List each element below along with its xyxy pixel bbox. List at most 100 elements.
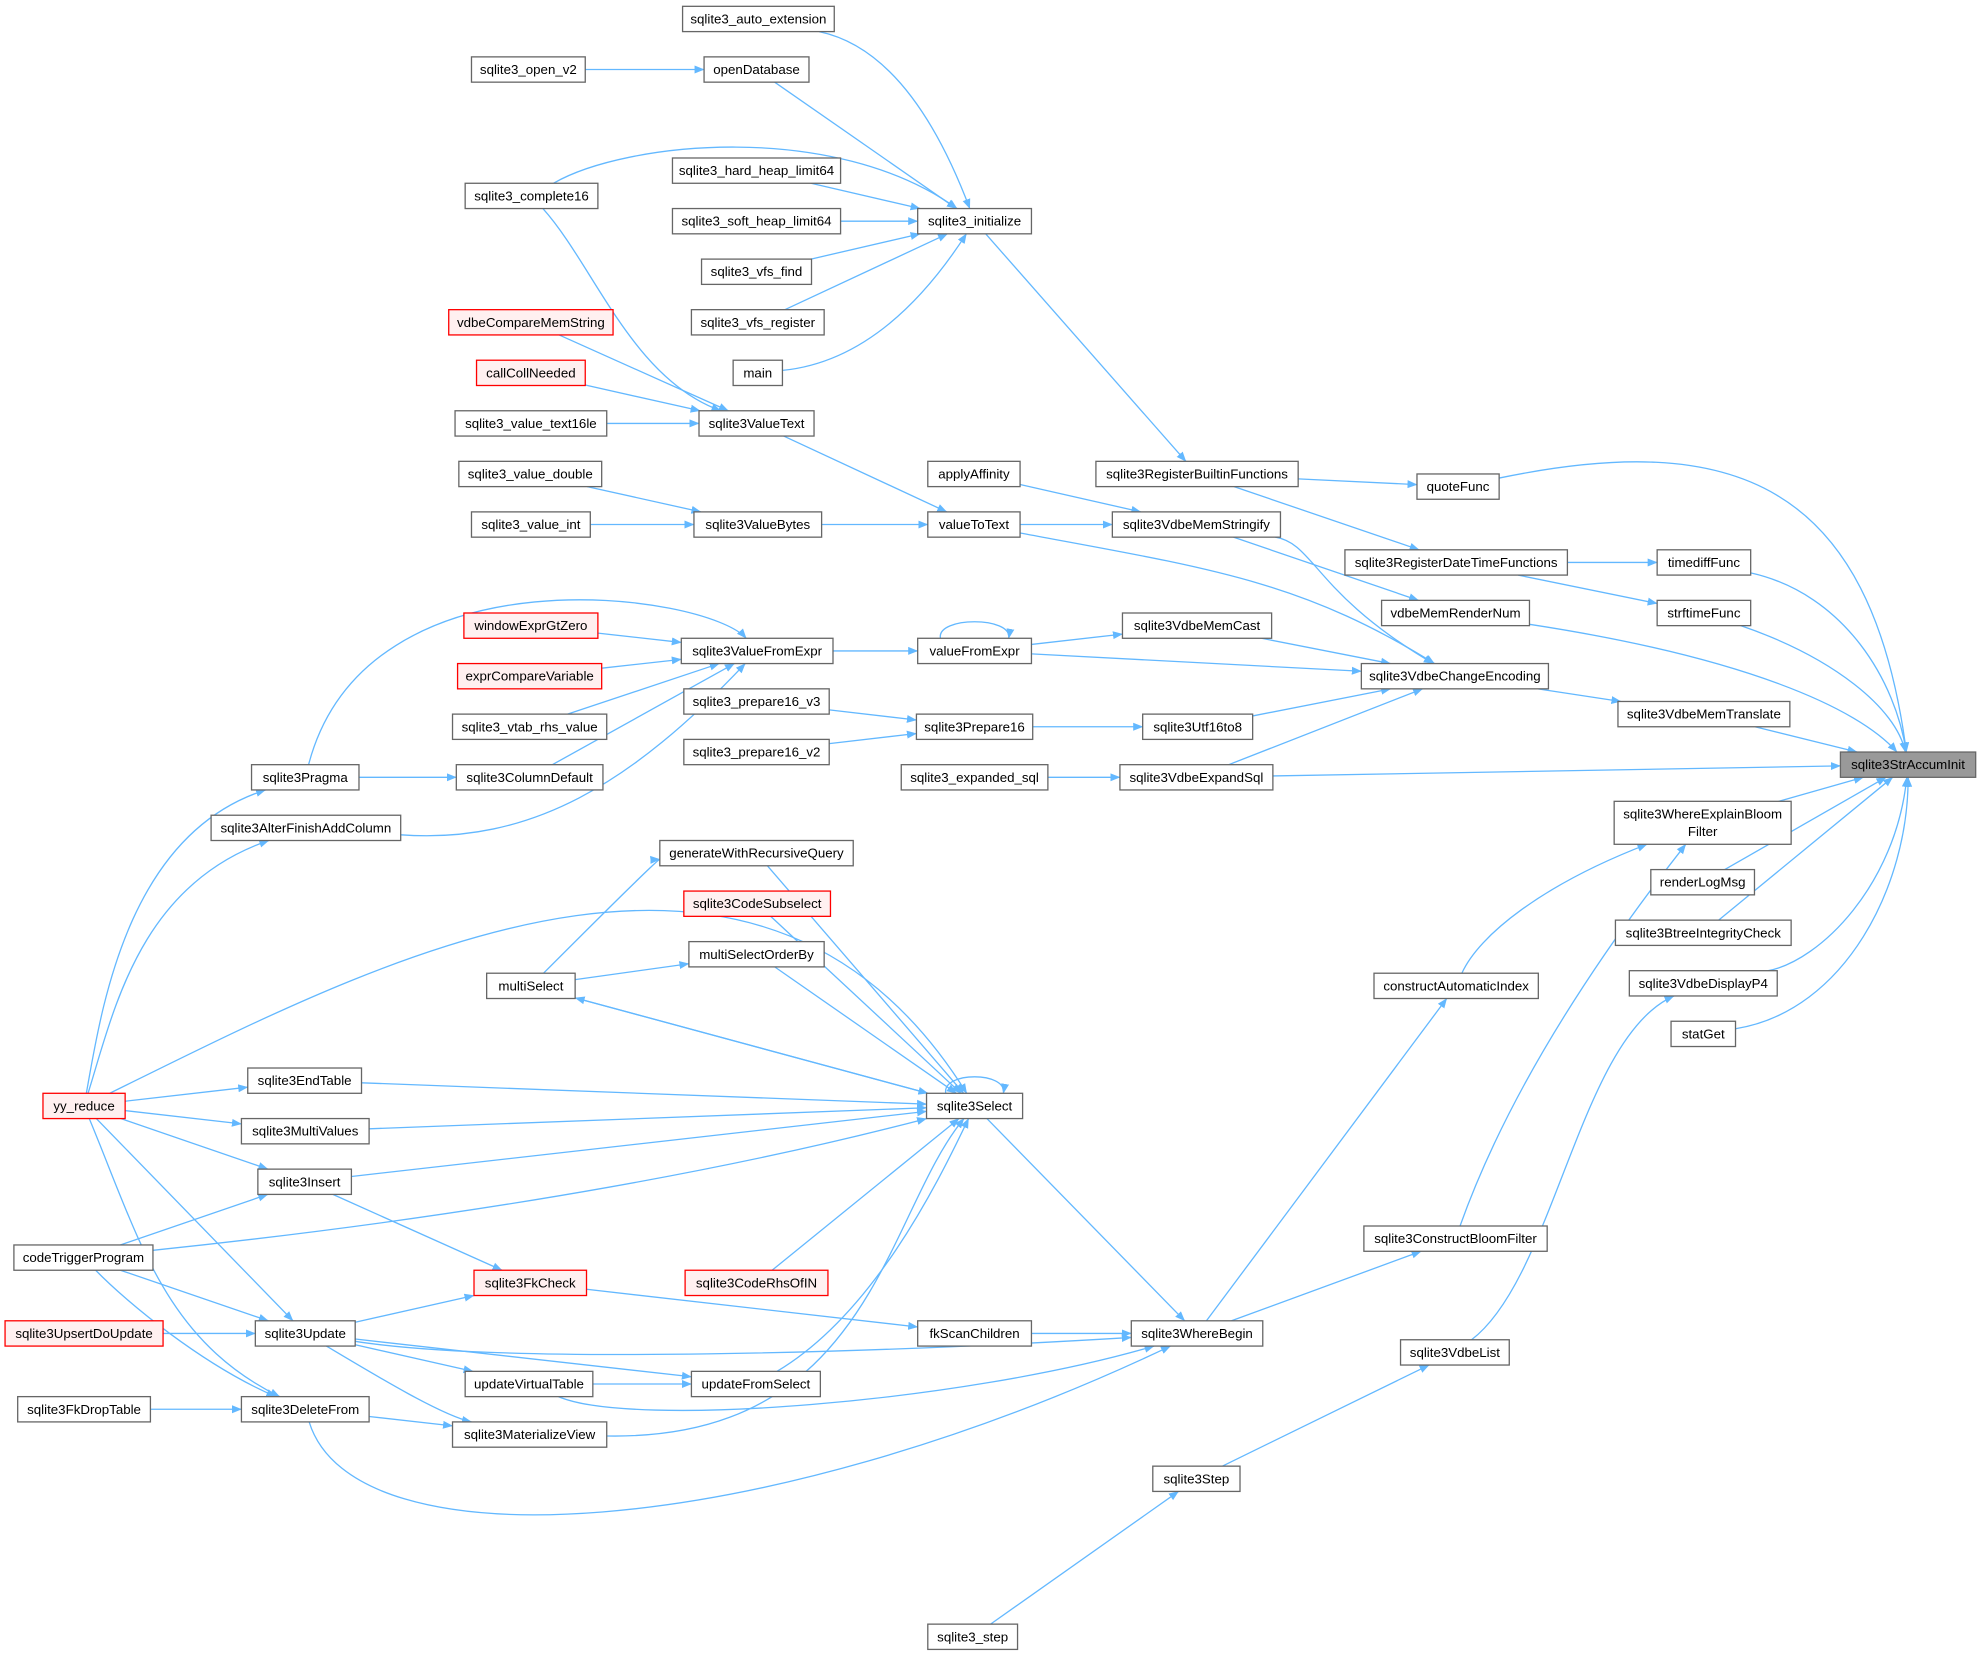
node-VdbeMemTranslate[interactable]: sqlite3VdbeMemTranslate bbox=[1617, 700, 1791, 728]
node-ValueBytes[interactable]: sqlite3ValueBytes bbox=[693, 511, 823, 538]
node-complete16[interactable]: sqlite3_complete16 bbox=[464, 182, 599, 210]
node-CodeSubselect[interactable]: sqlite3CodeSubselect bbox=[683, 890, 832, 917]
node-ColumnDefault[interactable]: sqlite3ColumnDefault bbox=[455, 764, 604, 791]
node-exprCompareVariable[interactable]: exprCompareVariable bbox=[456, 662, 603, 690]
node-label: renderLogMsg bbox=[1660, 875, 1746, 890]
node-FkDropTable[interactable]: sqlite3FkDropTable bbox=[17, 1395, 152, 1423]
node-VdbeMemStringify[interactable]: sqlite3VdbeMemStringify bbox=[1111, 511, 1282, 538]
edge-vfs_find-to-initialize bbox=[810, 232, 921, 260]
node-box bbox=[1650, 868, 1756, 896]
node-EndTable[interactable]: sqlite3EndTable bbox=[247, 1067, 363, 1094]
node-renderLogMsg[interactable]: renderLogMsg bbox=[1650, 868, 1756, 896]
node-hard-heap[interactable]: sqlite3_hard_heap_limit64 bbox=[671, 157, 842, 184]
node-genRecursive[interactable]: generateWithRecursiveQuery bbox=[659, 839, 854, 867]
node-updateVirtualTable[interactable]: updateVirtualTable bbox=[464, 1370, 594, 1398]
node-callCollNeeded[interactable]: callCollNeeded bbox=[475, 359, 586, 387]
node-label: sqlite3CodeRhsOfIN bbox=[696, 1275, 817, 1290]
node-label: sqlite3_step bbox=[937, 1629, 1008, 1644]
node-UpsertDoUpdate[interactable]: sqlite3UpsertDoUpdate bbox=[4, 1320, 164, 1347]
node-label: sqlite3ValueBytes bbox=[705, 517, 810, 532]
node-VdbeList[interactable]: sqlite3VdbeList bbox=[1399, 1339, 1510, 1366]
node-Select[interactable]: sqlite3Select bbox=[925, 1092, 1024, 1120]
node-RegisterBuiltinFunctions[interactable]: sqlite3RegisterBuiltinFunctions bbox=[1095, 460, 1299, 488]
node-vfs-register[interactable]: sqlite3_vfs_register bbox=[690, 309, 825, 336]
node-statGet[interactable]: statGet bbox=[1670, 1020, 1737, 1048]
node-ConstructBloomFilter[interactable]: sqlite3ConstructBloomFilter bbox=[1363, 1225, 1548, 1252]
node-Pragma[interactable]: sqlite3Pragma bbox=[250, 764, 360, 791]
node-Step[interactable]: sqlite3Step bbox=[1152, 1465, 1241, 1493]
node-timediffFunc[interactable]: timediffFunc bbox=[1656, 549, 1752, 576]
node-label: sqlite3Select bbox=[937, 1098, 1013, 1113]
node-multiSelectOrderBy[interactable]: multiSelectOrderBy bbox=[688, 940, 825, 968]
node-box bbox=[451, 713, 608, 741]
node-vtab-rhs-value[interactable]: sqlite3_vtab_rhs_value bbox=[451, 713, 608, 741]
node-Utf16to8[interactable]: sqlite3Utf16to8 bbox=[1142, 713, 1254, 741]
node-Update[interactable]: sqlite3Update bbox=[254, 1320, 356, 1347]
node-VdbeMemCast[interactable]: sqlite3VdbeMemCast bbox=[1121, 612, 1273, 639]
node-label: sqlite3RegisterBuiltinFunctions bbox=[1106, 466, 1288, 481]
node-openDatabase[interactable]: openDatabase bbox=[703, 56, 810, 83]
node-label: sqlite3FkDropTable bbox=[27, 1402, 141, 1417]
node-FkCheck[interactable]: sqlite3FkCheck bbox=[473, 1269, 588, 1297]
node-Prepare16[interactable]: sqlite3Prepare16 bbox=[915, 713, 1034, 741]
node-vfs-find[interactable]: sqlite3_vfs_find bbox=[700, 258, 813, 286]
node-quoteFunc[interactable]: quoteFunc bbox=[1416, 473, 1500, 500]
node-CodeRhsOfIN[interactable]: sqlite3CodeRhsOfIN bbox=[684, 1269, 829, 1297]
node-WhereBegin[interactable]: sqlite3WhereBegin bbox=[1130, 1320, 1264, 1347]
node-VdbeExpandSql[interactable]: sqlite3VdbeExpandSql bbox=[1119, 764, 1274, 791]
node-codeTriggerProgram[interactable]: codeTriggerProgram bbox=[13, 1244, 154, 1271]
node-label: sqlite3DeleteFrom bbox=[251, 1402, 359, 1417]
node-multiSelect[interactable]: multiSelect bbox=[486, 972, 576, 1000]
node-valueFromExpr[interactable]: valueFromExpr bbox=[917, 637, 1033, 665]
node-MaterializeView[interactable]: sqlite3MaterializeView bbox=[451, 1421, 608, 1448]
node-fkScanChildren[interactable]: fkScanChildren bbox=[917, 1320, 1033, 1347]
node-box bbox=[1656, 549, 1752, 576]
node-VdbeChangeEncoding[interactable]: sqlite3VdbeChangeEncoding bbox=[1360, 662, 1550, 690]
node-Insert[interactable]: sqlite3Insert bbox=[257, 1168, 353, 1196]
node-label: Filter bbox=[1688, 824, 1718, 839]
node-soft-heap[interactable]: sqlite3_soft_heap_limit64 bbox=[671, 207, 842, 235]
node-expanded-sql[interactable]: sqlite3_expanded_sql bbox=[900, 764, 1049, 791]
node-MultiValues[interactable]: sqlite3MultiValues bbox=[240, 1117, 370, 1145]
node-AlterFinishAddColumn[interactable]: sqlite3AlterFinishAddColumn bbox=[210, 814, 402, 842]
node-applyAffinity[interactable]: applyAffinity bbox=[927, 460, 1021, 488]
node-box bbox=[671, 157, 842, 184]
node-prepare16-v3[interactable]: sqlite3_prepare16_v3 bbox=[683, 688, 830, 715]
node-box bbox=[1628, 970, 1778, 997]
node-label: sqlite3_prepare16_v2 bbox=[693, 745, 821, 760]
node-value-double[interactable]: sqlite3_value_double bbox=[458, 460, 603, 488]
node-box bbox=[473, 1269, 588, 1297]
node-strftimeFunc[interactable]: strftimeFunc bbox=[1656, 599, 1752, 627]
node-constructAutomaticIndex[interactable]: constructAutomaticIndex bbox=[1373, 972, 1539, 1000]
node-windowExprGtZero[interactable]: windowExprGtZero bbox=[463, 612, 599, 639]
node-VdbeDisplayP4[interactable]: sqlite3VdbeDisplayP4 bbox=[1628, 970, 1778, 997]
node-label: multiSelectOrderBy bbox=[699, 947, 814, 962]
node-main[interactable]: main bbox=[732, 359, 784, 387]
node-ValueFromExpr[interactable]: sqlite3ValueFromExpr bbox=[680, 637, 834, 665]
node-initialize[interactable]: sqlite3_initialize bbox=[917, 207, 1033, 235]
node-label: strftimeFunc bbox=[1667, 606, 1740, 621]
node-label: sqlite3RegisterDateTimeFunctions bbox=[1355, 555, 1558, 570]
node-RegisterDateTimeFunctions[interactable]: sqlite3RegisterDateTimeFunctions bbox=[1344, 549, 1569, 576]
node-value-text16le[interactable]: sqlite3_value_text16le bbox=[454, 410, 608, 437]
node-box bbox=[1360, 662, 1550, 690]
node-prepare16-v2[interactable]: sqlite3_prepare16_v2 bbox=[683, 738, 830, 766]
node-updateFromSelect[interactable]: updateFromSelect bbox=[690, 1370, 822, 1398]
node-open-v2[interactable]: sqlite3_open_v2 bbox=[470, 56, 586, 83]
node-value-int[interactable]: sqlite3_value_int bbox=[470, 511, 591, 538]
node-step[interactable]: sqlite3_step bbox=[927, 1623, 1019, 1651]
node-DeleteFrom[interactable]: sqlite3DeleteFrom bbox=[240, 1395, 370, 1423]
node-valueToText[interactable]: valueToText bbox=[927, 511, 1021, 538]
node-box bbox=[1416, 473, 1500, 500]
node-vdbeMemRenderNum[interactable]: vdbeMemRenderNum bbox=[1380, 599, 1531, 627]
node-BtreeIntegrityCheck[interactable]: sqlite3BtreeIntegrityCheck bbox=[1614, 919, 1792, 947]
node-box bbox=[464, 1370, 594, 1398]
node-auto-ext[interactable]: sqlite3_auto_extension bbox=[681, 5, 835, 33]
node-label: sqlite3_prepare16_v3 bbox=[693, 694, 821, 709]
node-label: constructAutomaticIndex bbox=[1383, 978, 1529, 993]
node-ValueText[interactable]: sqlite3ValueText bbox=[698, 410, 815, 437]
node-yy-reduce[interactable]: yy_reduce bbox=[42, 1092, 126, 1120]
edge-main-to-initialize bbox=[782, 233, 967, 372]
node-vdbeCompareMemString[interactable]: vdbeCompareMemString bbox=[448, 309, 614, 336]
